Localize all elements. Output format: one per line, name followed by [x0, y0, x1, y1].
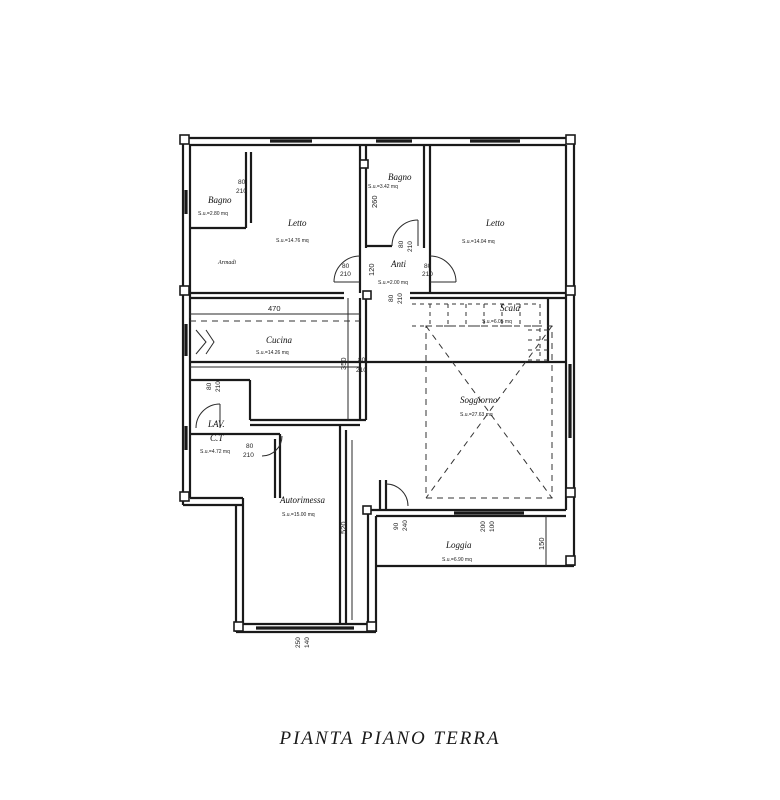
door-label-anti-bottom-w: 80: [388, 294, 395, 302]
room-name-cucina: Cucina: [266, 335, 292, 345]
door-label-cucina-w: 80: [358, 357, 366, 364]
doors: [195, 219, 457, 507]
door-label-bagno-top-w: 80: [398, 240, 405, 248]
door-label-lav-w: 80: [206, 382, 213, 390]
dim-470: 470: [268, 304, 281, 313]
room-area-lav: S.u.=4.72 mq: [200, 449, 230, 455]
room-name-bagno-left: Bagno: [208, 195, 232, 205]
door-label-bagno-top-h: 210: [407, 241, 414, 252]
room-name-letto-left: Letto: [287, 218, 307, 228]
room-area-bagno-top: S.u.=3.42 mq: [368, 184, 398, 190]
room-name-anti: Anti: [390, 259, 406, 269]
room-area-anti: S.u.=2.00 mq: [378, 280, 408, 286]
room-area-soggiorno: S.u.=27.63 mq: [460, 412, 493, 418]
room-area-scala: S.u.=6.05 mq: [482, 319, 512, 325]
dim-120: 120: [367, 263, 376, 276]
dim-260: 260: [370, 195, 379, 208]
door-label-bagno-left-w: 80: [238, 179, 246, 186]
door-label-anti-left-w: 80: [342, 263, 350, 270]
room-name-autorimessa: Autorimessa: [279, 495, 326, 505]
room-name-lav: LAV.: [207, 419, 225, 429]
door-label-loggia-h: 240: [402, 520, 409, 531]
dimension-labels: 470 350 520 150 260 120: [268, 195, 546, 550]
door-label-anti-bottom-h: 210: [397, 293, 404, 304]
door-label-anti-left-h: 210: [340, 271, 351, 278]
room-area-loggia: S.u.=6.90 mq: [442, 557, 472, 563]
room-area-letto-right: S.u.=14.04 mq: [462, 239, 495, 245]
dim-350: 350: [339, 357, 348, 370]
door-label-bagno-left-h: 210: [236, 188, 247, 195]
room-area-cucina: S.u.=14.26 mq: [256, 350, 289, 356]
room-name-ct: C.T: [210, 433, 224, 443]
pillars: [179, 134, 576, 632]
interior-walls: [190, 145, 566, 624]
door-label-window-h: 100: [489, 521, 496, 532]
outer-walls: [181, 136, 576, 634]
plan-title: PIANTA PIANO TERRA: [279, 728, 501, 749]
dashed-lines: [190, 320, 553, 499]
staircase: [412, 303, 548, 361]
door-label-garage-h: 140: [304, 637, 311, 648]
room-name-letto-right: Letto: [485, 218, 505, 228]
door-label-anti-right-h: 210: [422, 271, 433, 278]
door-label-lav-h: 210: [215, 381, 222, 392]
dimension-lines: [189, 298, 547, 620]
room-labels: Bagno S.u.=2.80 mq Letto S.u.=14.76 mq A…: [198, 172, 520, 563]
room-area-autorimessa: S.u.=15.00 mq: [282, 512, 315, 518]
room-name-bagno-top: Bagno: [388, 172, 412, 182]
room-name-scala: Scala: [500, 303, 520, 313]
dim-150: 150: [537, 537, 546, 550]
door-label-window-w: 200: [480, 521, 487, 532]
door-labels: 80 210 80 210 80 210 80 210 80 210 80 21…: [206, 179, 496, 648]
room-name-loggia: Loggia: [445, 540, 472, 550]
room-name-soggiorno: Soggiorno: [460, 395, 498, 405]
door-label-ct-w: 80: [246, 443, 254, 450]
room-note-armadi: Armadi: [217, 260, 236, 266]
door-label-loggia-w: 90: [393, 522, 400, 530]
windows: [184, 139, 572, 630]
door-label-ct-h: 210: [243, 452, 254, 459]
door-label-garage-w: 250: [295, 637, 302, 648]
dim-520: 520: [339, 521, 348, 534]
room-area-bagno-left: S.u.=2.80 mq: [198, 211, 228, 217]
door-label-anti-right-w: 80: [424, 263, 432, 270]
room-area-letto-left: S.u.=14.76 mq: [276, 238, 309, 244]
door-label-cucina-h: 210: [356, 367, 367, 374]
